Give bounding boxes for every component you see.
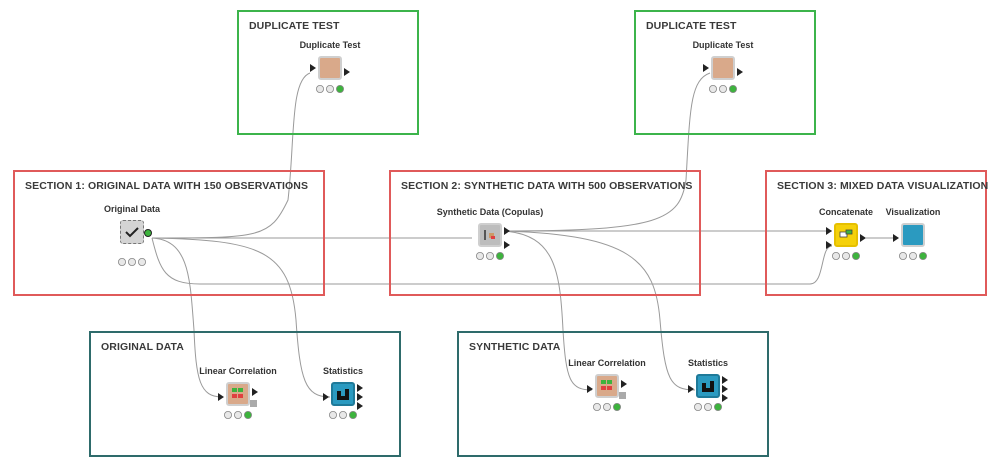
edge-original-to-duplicate-1[interactable] [151,72,311,239]
status-traffic-light [593,403,621,411]
status-traffic-light [118,258,146,266]
annotation-section-2[interactable]: SECTION 2: SYNTHETIC DATA WITH 500 OBSER… [389,170,701,296]
input-port-icon[interactable] [310,64,316,72]
statistics-icon[interactable] [331,382,355,406]
annotation-title: SECTION 3: MIXED DATA VISUALIZATION [777,180,989,192]
annotation-section-1[interactable]: SECTION 1: ORIGINAL DATA WITH 150 OBSERV… [13,170,325,296]
output-port-icon[interactable] [860,234,866,242]
edge-original-to-linear-correlation-1[interactable] [151,237,223,398]
node-duplicate-test-2[interactable]: Duplicate Test [683,40,763,110]
correlation-matrix-icon[interactable] [595,374,619,398]
blank-icon[interactable] [901,223,925,247]
node-original-data[interactable]: Original Data [92,204,172,274]
node-synthetic-data-copulas[interactable]: Synthetic Data (Copulas) [437,207,543,277]
status-traffic-light [709,85,737,93]
node-label: Concatenate [818,207,873,217]
node-linear-correlation-2[interactable]: Linear Correlation [567,358,647,428]
correlation-matrix-icon[interactable] [226,382,250,406]
input-port-icon[interactable] [826,241,832,249]
node-duplicate-test-1[interactable]: Duplicate Test [290,40,370,110]
node-label: Duplicate Test [692,40,754,50]
node-label: Original Data [103,204,160,214]
output-port-icon[interactable] [252,388,258,396]
node-label: Statistics [322,366,364,376]
node-label: Linear Correlation [199,366,277,376]
output-port-icon[interactable] [357,402,363,410]
annotation-original-data[interactable]: ORIGINAL DATA [89,331,401,457]
edge-synthetic-to-statistics-2[interactable] [503,230,696,391]
annotation-duplicate-test-2[interactable]: DUPLICATE TEST [634,10,816,135]
node-statistics-1[interactable]: Statistics [303,366,383,436]
status-traffic-light [476,252,504,260]
input-port-icon[interactable] [893,234,899,242]
output-port-icon[interactable] [737,68,743,76]
status-traffic-light [694,403,722,411]
output-port-icon[interactable] [722,394,728,402]
annotation-synthetic-data[interactable]: SYNTHETIC DATA [457,331,769,457]
model-port-icon[interactable] [619,392,626,399]
model-port-icon[interactable] [250,400,257,407]
edge-original-to-concatenate[interactable] [151,237,833,285]
annotation-duplicate-test-1[interactable]: DUPLICATE TEST [237,10,419,135]
status-traffic-light [316,85,344,93]
node-concatenate[interactable]: Concatenate [806,207,886,277]
input-port-icon[interactable] [688,385,694,393]
status-traffic-light [224,411,252,419]
output-port-icon[interactable] [504,241,510,249]
blank-icon[interactable] [318,56,342,80]
annotation-title: DUPLICATE TEST [249,20,340,32]
node-label: Linear Correlation [568,358,646,368]
output-port-icon[interactable] [357,384,363,392]
checkmark-icon[interactable] [120,220,144,244]
input-port-icon[interactable] [218,393,224,401]
output-port-icon[interactable] [722,385,728,393]
input-port-icon[interactable] [323,393,329,401]
annotation-title: SECTION 1: ORIGINAL DATA WITH 150 OBSERV… [25,180,309,192]
status-traffic-light [899,252,927,260]
annotation-title: DUPLICATE TEST [646,20,737,32]
statistics-icon[interactable] [696,374,720,398]
input-port-icon[interactable] [587,385,593,393]
annotation-section-3[interactable]: SECTION 3: MIXED DATA VISUALIZATION [765,170,989,296]
output-port-icon[interactable] [504,227,510,235]
output-port-icon[interactable] [357,393,363,401]
node-linear-correlation-1[interactable]: Linear Correlation [198,366,278,436]
status-traffic-light [832,252,860,260]
output-port-icon[interactable] [344,68,350,76]
annotation-title: SYNTHETIC DATA [469,341,561,353]
edge-synthetic-to-linear-correlation-2[interactable] [503,230,593,391]
synthesizer-icon[interactable] [478,223,502,247]
node-visualization[interactable]: Visualization [873,207,953,277]
node-label: Statistics [687,358,729,368]
concatenate-icon[interactable] [834,223,858,247]
annotation-title: ORIGINAL DATA [101,341,184,353]
blank-icon[interactable] [711,56,735,80]
node-label: Duplicate Test [299,40,361,50]
status-traffic-light [329,411,357,419]
node-label: Synthetic Data (Copulas) [436,207,544,217]
node-label: Visualization [885,207,941,217]
output-port-icon[interactable] [722,376,728,384]
output-port-icon[interactable] [621,380,627,388]
output-port-icon[interactable] [144,229,152,237]
input-port-icon[interactable] [826,227,832,235]
edge-synthetic-to-duplicate-2[interactable] [503,72,711,232]
edge-original-to-statistics-1[interactable] [151,237,331,398]
node-statistics-2[interactable]: Statistics [668,358,748,428]
annotation-title: SECTION 2: SYNTHETIC DATA WITH 500 OBSER… [401,180,693,192]
input-port-icon[interactable] [703,64,709,72]
